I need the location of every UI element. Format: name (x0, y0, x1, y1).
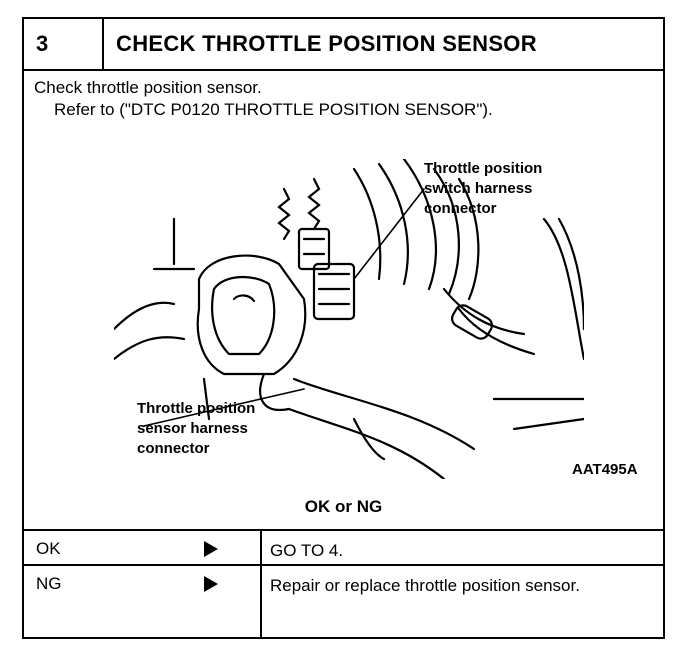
results-table: OK GO TO 4. NG Repair or replace throttl… (24, 529, 663, 639)
arrow-right-icon (204, 541, 218, 557)
label-switch-harness-connector: Throttle position switch harness connect… (424, 160, 543, 217)
label-sensor-harness-connector: Throttle position sensor harness connect… (137, 400, 256, 457)
step-header: 3 CHECK THROTTLE POSITION SENSOR (24, 19, 663, 71)
result-row-ok: OK GO TO 4. (24, 531, 663, 566)
result-action: GO TO 4. (270, 541, 344, 560)
arrow-right-icon (204, 576, 218, 592)
instructions: Check throttle position sensor. Refer to… (34, 77, 493, 121)
instruction-reference: Refer to ("DTC P0120 THROTTLE POSITION S… (54, 100, 493, 119)
step-title: CHECK THROTTLE POSITION SENSOR (116, 31, 537, 56)
result-status: NG (36, 574, 62, 593)
result-action: Repair or replace throttle position sens… (270, 576, 580, 595)
result-status: OK (36, 539, 61, 558)
step-number: 3 (24, 19, 104, 69)
instruction-line-1: Check throttle position sensor. (34, 78, 262, 97)
ok-or-ng-question: OK or NG (304, 497, 383, 516)
throttle-body-illustration (114, 159, 584, 479)
figure-code: AAT495A (572, 461, 638, 478)
inspection-step-frame: 3 CHECK THROTTLE POSITION SENSOR Check t… (22, 17, 665, 639)
result-row-ng: NG Repair or replace throttle position s… (24, 566, 663, 639)
